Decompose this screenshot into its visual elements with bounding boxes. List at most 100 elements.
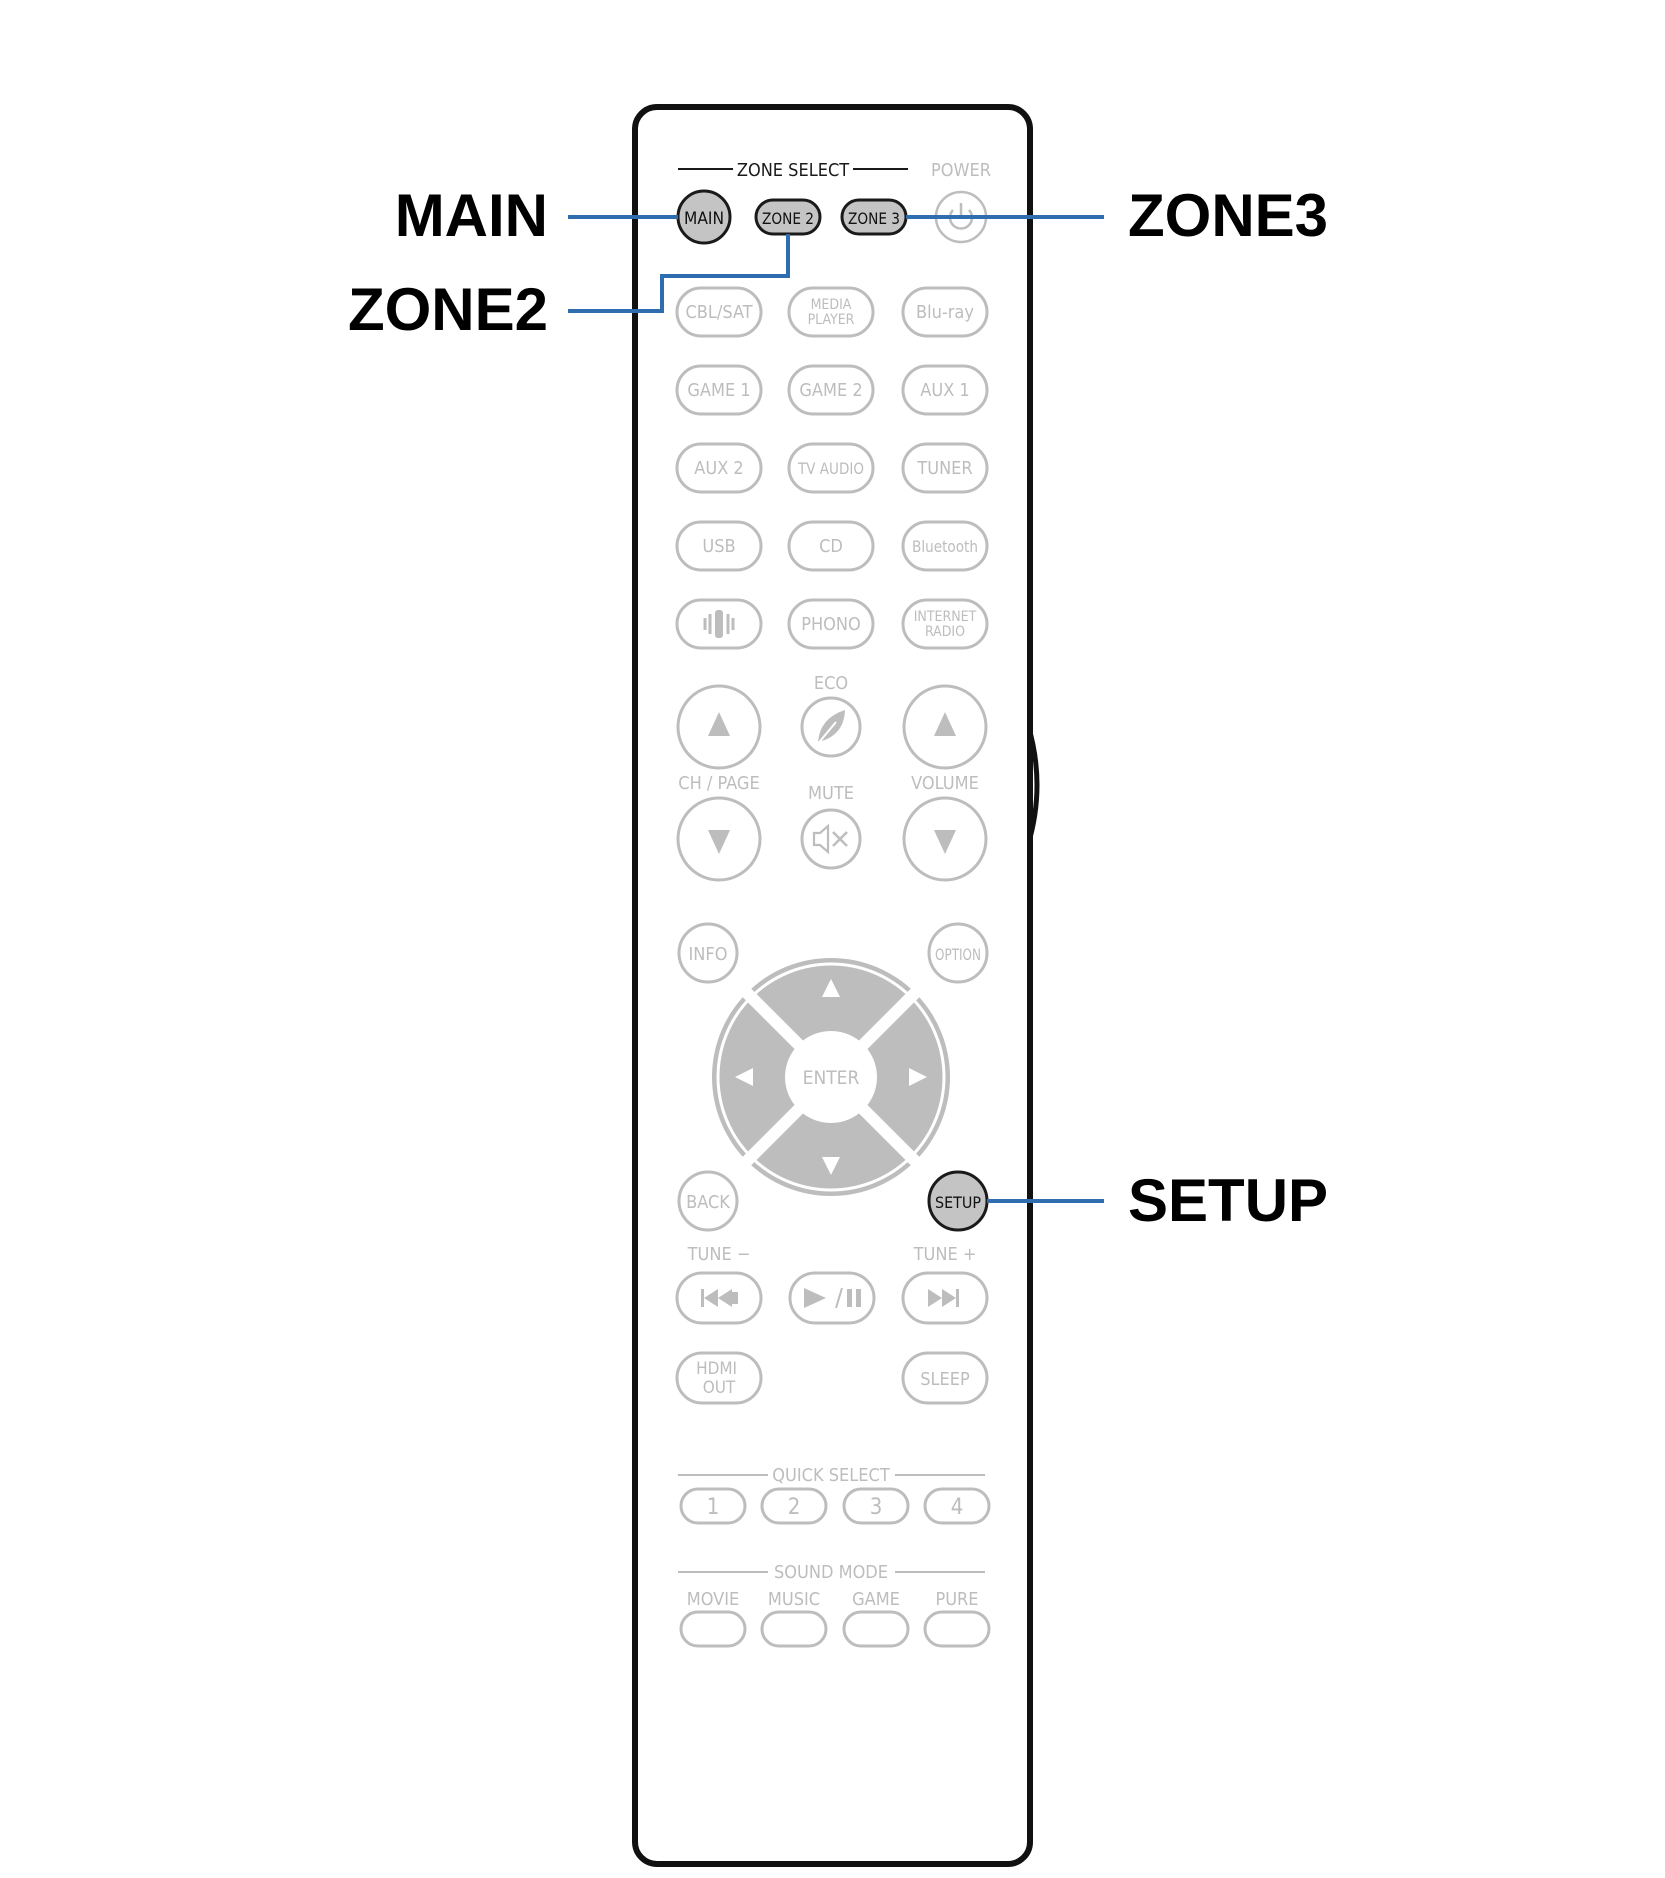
sound-mode-label-pure: PURE	[935, 1589, 978, 1610]
sleep-button[interactable]: SLEEP	[901, 1351, 989, 1405]
source-button-label: CBL/SAT	[685, 302, 752, 323]
sound-mode-button-music[interactable]	[760, 1610, 828, 1648]
dpad-up-button[interactable]	[822, 979, 840, 997]
source-button-aux-1[interactable]: AUX 1	[901, 364, 989, 416]
back-button[interactable]: BACK	[677, 1170, 739, 1232]
source-button-label: TV AUDIO	[797, 459, 864, 478]
dpad-left-button[interactable]	[735, 1068, 753, 1086]
play-pause-button[interactable]	[788, 1271, 876, 1325]
info-button[interactable]: INFO	[677, 922, 739, 984]
sound-mode-button-movie[interactable]	[679, 1610, 747, 1648]
source-button-game-2[interactable]: GAME 2	[787, 364, 875, 416]
triangle-up-icon	[934, 712, 956, 736]
sound-mode-label-music: MUSIC	[768, 1589, 820, 1610]
source-button-blu-ray[interactable]: Blu-ray	[901, 286, 989, 338]
leader-line-zone2	[568, 234, 790, 313]
triangle-down-icon	[822, 1157, 840, 1175]
quick-select-button-4[interactable]: 4	[923, 1487, 991, 1525]
callout-zone3: ZONE3	[1128, 182, 1328, 249]
quick-select-button-label: 3	[870, 1495, 883, 1520]
power-label: POWER	[931, 160, 991, 181]
source-button-label: USB	[702, 536, 735, 557]
skip-back-button[interactable]	[675, 1271, 763, 1325]
sound-mode-label-game: GAME	[852, 1589, 900, 1610]
skip-forward-button[interactable]	[901, 1271, 989, 1325]
source-button-label: GAME 2	[799, 380, 862, 401]
sound-mode-label: SOUND MODE	[774, 1562, 888, 1583]
callout-zone2: ZONE2	[348, 276, 548, 343]
source-button-cd[interactable]: CD	[787, 520, 875, 572]
tune-minus-label: TUNE −	[687, 1244, 751, 1265]
volume-down-button[interactable]	[902, 796, 988, 882]
quick-select-button-1[interactable]: 1	[679, 1487, 747, 1525]
skip-back-icon	[701, 1289, 738, 1307]
source-button-label: PHONO	[801, 614, 861, 635]
triangle-down-icon	[934, 830, 956, 854]
triangle-down-icon	[708, 830, 730, 854]
back-button-label: BACK	[686, 1192, 730, 1213]
source-button-game-1[interactable]: GAME 1	[675, 364, 763, 416]
sleep-button-label: SLEEP	[920, 1369, 970, 1390]
source-button-label: Blu-ray	[916, 302, 974, 323]
sound-mode-label-movie: MOVIE	[687, 1589, 739, 1610]
dpad-right-button[interactable]	[909, 1068, 927, 1086]
sound-mode-row: MOVIE MUSIC GAME PURE	[679, 1589, 991, 1648]
zone2-button-label: ZONE 2	[762, 209, 814, 228]
source-button-cbl-sat[interactable]: CBL/SAT	[675, 286, 763, 338]
main-zone-button-label: MAIN	[684, 209, 724, 229]
enter-button[interactable]: ENTER	[785, 1031, 877, 1123]
mute-label: MUTE	[808, 783, 854, 804]
dpad-inner-gap	[716, 962, 946, 1192]
dpad: ENTER	[712, 958, 950, 1196]
enter-button-label: ENTER	[803, 1067, 860, 1089]
quick-select-button-2[interactable]: 2	[760, 1487, 828, 1525]
ch-page-down-button[interactable]	[676, 796, 762, 882]
volume-label: VOLUME	[911, 773, 979, 794]
dpad-down-button[interactable]	[822, 1157, 840, 1175]
skip-forward-icon	[928, 1289, 959, 1307]
source-button-bluetooth[interactable]: Bluetooth	[901, 520, 989, 572]
quick-select-button-3[interactable]: 3	[842, 1487, 910, 1525]
setup-button-label: SETUP	[935, 1193, 981, 1212]
source-button-phono[interactable]: PHONO	[787, 598, 875, 650]
callout-main: MAIN	[395, 182, 548, 249]
sound-mode-button-pure[interactable]	[923, 1610, 991, 1648]
option-button[interactable]: OPTION	[927, 922, 989, 984]
zone2-button[interactable]: ZONE 2	[754, 198, 822, 236]
source-button-tv-audio[interactable]: TV AUDIO	[787, 442, 875, 494]
sound-mode-button-game[interactable]	[842, 1610, 910, 1648]
triangle-up-icon	[708, 712, 730, 736]
callout-setup: SETUP	[1128, 1167, 1328, 1234]
source-button-usb[interactable]: USB	[675, 520, 763, 572]
volume-up-button[interactable]	[902, 684, 988, 770]
triangle-left-icon	[735, 1068, 753, 1086]
source-button-label: Bluetooth	[912, 537, 978, 556]
source-button-tuner[interactable]: TUNER	[901, 442, 989, 494]
mute-button[interactable]	[800, 808, 862, 870]
eco-button[interactable]	[800, 696, 862, 758]
hdmi-out-button[interactable]: HDMI OUT	[675, 1351, 763, 1405]
hdmi-out-button-label: HDMI OUT	[696, 1359, 742, 1398]
source-button-label: AUX 1	[920, 380, 969, 401]
source-button-heos-icon[interactable]	[675, 598, 763, 650]
info-button-label: INFO	[689, 944, 728, 965]
source-button-label: AUX 2	[694, 458, 743, 479]
eco-label: ECO	[814, 673, 848, 694]
triangle-up-icon	[822, 979, 840, 997]
ch-page-up-button[interactable]	[676, 684, 762, 770]
zone3-button[interactable]: ZONE 3	[840, 198, 908, 236]
source-button-label: TUNER	[916, 458, 972, 479]
zone3-button-label: ZONE 3	[848, 209, 900, 228]
source-button-label: CD	[819, 536, 843, 557]
source-button-aux-2[interactable]: AUX 2	[675, 442, 763, 494]
setup-button[interactable]: SETUP	[927, 1170, 989, 1232]
triangle-right-icon	[909, 1068, 927, 1086]
main-zone-button[interactable]: MAIN	[676, 189, 732, 245]
ch-page-label: CH / PAGE	[678, 773, 759, 794]
